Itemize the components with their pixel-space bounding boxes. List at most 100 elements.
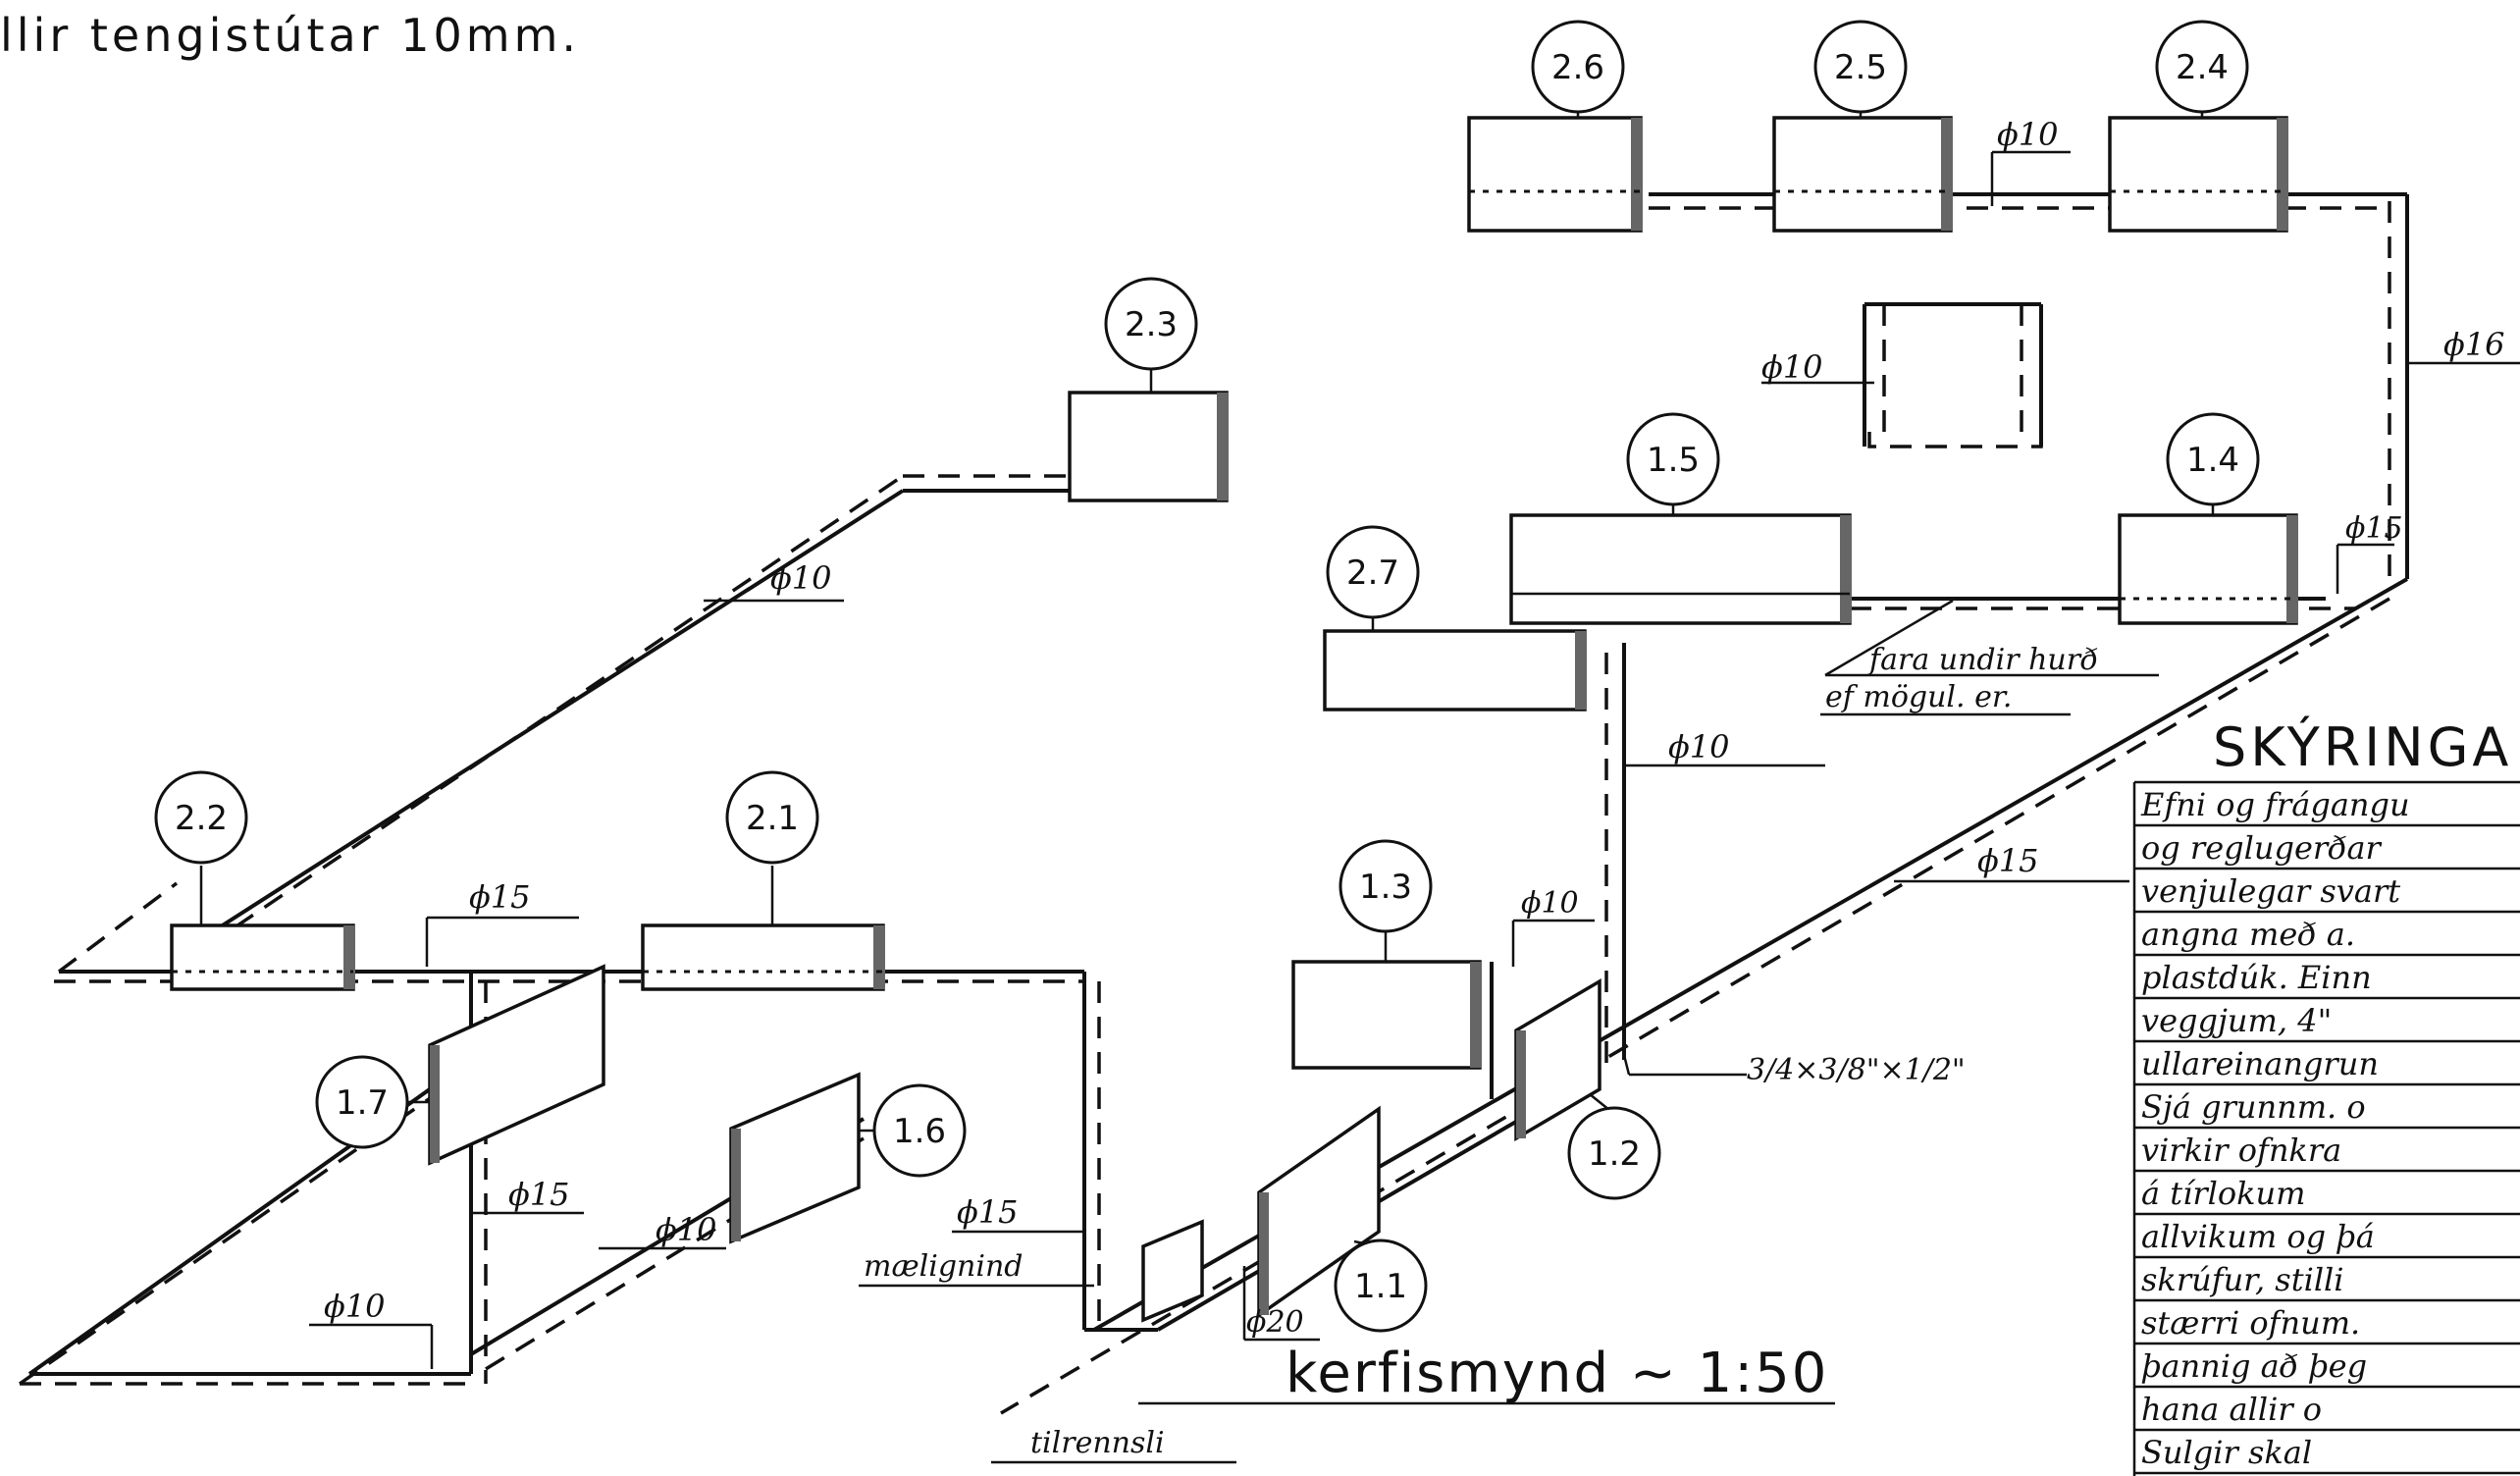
label-2-1: 2.1 (725, 770, 819, 925)
pipe-label-p10-low: ϕ10 (309, 1288, 434, 1369)
pipe-label-p15-right: ϕ15 (2336, 511, 2403, 594)
svg-text:ϕ10: ϕ10 (770, 559, 832, 597)
pipe-label-p16: ϕ16 (2407, 326, 2520, 365)
pipe-label-p10-16: ϕ10 (599, 1211, 726, 1250)
legend-line: virkir ofnkra (2141, 1132, 2341, 1169)
legend-line: allvikum og þá (2141, 1218, 2375, 1255)
legend-line: stærri ofnum. (2141, 1304, 2360, 1342)
svg-text:ϕ10: ϕ10 (1761, 348, 1823, 386)
radiator-2-3 (1068, 391, 1229, 502)
legend-title: SKÝRINGA (2213, 716, 2512, 778)
label-2-5: 2.5 (1813, 20, 1908, 118)
svg-text:3/4×3/8"×1/2": 3/4×3/8"×1/2" (1747, 1053, 1966, 1087)
label-1-5: 1.5 (1626, 412, 1720, 515)
label-text-1-2: 1.2 (1588, 1134, 1641, 1174)
svg-text:ϕ10: ϕ10 (1668, 728, 1730, 765)
radiators (170, 116, 2298, 1323)
radiator-2-6 (1467, 116, 1643, 233)
radiator-1-7 (428, 964, 605, 1166)
note-bottom: tilrennsli (1030, 1426, 1165, 1460)
legend-line: plastdúk. Einn (2141, 959, 2372, 996)
svg-text:ϕ15: ϕ15 (2345, 511, 2403, 546)
pipe-label-p10-13: ϕ10 (1511, 886, 1595, 967)
label-1-4: 1.4 (2166, 412, 2260, 515)
svg-text:ϕ20: ϕ20 (1246, 1305, 1304, 1340)
legend-line: Efni og frágangu (2140, 786, 2410, 823)
label-1-7: 1.7 (315, 1055, 430, 1149)
label-2-7: 2.7 (1326, 525, 1420, 631)
legend-panel: SKÝRINGA Efni og frágangu og reglugerðar v… (2132, 716, 2520, 1476)
pipe-size-labels: ϕ10 ϕ16 ϕ10 ϕ15 ϕ10 ϕ10 ϕ15 ϕ10 ϕ15 ϕ15 … (309, 116, 2520, 1369)
radiator-2-4 (2108, 116, 2288, 233)
legend-line: ullareinangrun (2141, 1045, 2379, 1082)
radiator-2-2 (170, 923, 355, 991)
label-1-6: 1.6 (859, 1083, 967, 1178)
pipe-network (19, 192, 2409, 1415)
pipe-label-p10-27: ϕ10 (1624, 728, 1825, 767)
legend-line: á tírlokum (2141, 1175, 2305, 1212)
svg-text:ϕ10: ϕ10 (656, 1211, 717, 1248)
pipe-label-p15-main: ϕ15 (1894, 842, 2129, 883)
radiator-1-4 (2118, 513, 2298, 625)
label-text-1-4: 1.4 (2186, 441, 2239, 480)
svg-text:ϕ15: ϕ15 (508, 1176, 570, 1213)
legend-line: skrúfur, stilli (2141, 1261, 2344, 1298)
legend-line: þannig að þeg (2141, 1347, 2367, 1385)
legend-line: angna með a. (2141, 916, 2355, 953)
label-2-4: 2.4 (2155, 20, 2249, 118)
pipe-label-p10-mid: ϕ10 (1761, 348, 1874, 386)
radiator-1-5 (1509, 513, 1852, 625)
label-2-3: 2.3 (1104, 277, 1198, 393)
legend-line: og reglugerðar (2141, 829, 2383, 867)
handwritten-notes: fara undir hurð ef mögul. er. mælignind … (859, 599, 2159, 1464)
label-text-1-6: 1.6 (893, 1112, 946, 1151)
pipe-label-reducer: 3/4×3/8"×1/2" (1622, 1053, 1966, 1087)
svg-text:ϕ10: ϕ10 (1997, 116, 2059, 153)
label-text-2-2: 2.2 (175, 799, 228, 838)
pipe-label-p20: ϕ20 (1242, 1266, 1320, 1342)
note-valve: mælignind (864, 1249, 1023, 1284)
svg-text:ϕ15: ϕ15 (469, 878, 531, 916)
legend-line: Sjá grunnm. o (2141, 1088, 2366, 1126)
label-text-2-6: 2.6 (1551, 48, 1604, 87)
radiator-1-3 (1291, 960, 1482, 1070)
radiator-2-5 (1772, 116, 1953, 233)
pipe-label-p15-mid: ϕ15 (952, 1193, 1084, 1234)
radiator-1-6 (729, 1072, 861, 1244)
label-text-1-3: 1.3 (1359, 868, 1412, 907)
svg-text:ϕ10: ϕ10 (324, 1288, 386, 1325)
legend-line: hana allir o (2141, 1391, 2322, 1428)
legend-line: venjulegar svart (2141, 872, 2400, 910)
note-under-floor-1: fara undir hurð (1867, 643, 2098, 677)
radiator-label-circles: 2.6 2.5 2.4 2.3 1.5 1.4 2.7 2.2 2.1 1.3 … (154, 20, 2260, 1333)
legend-line: veggjum, 4" (2141, 1002, 2332, 1039)
radiator-2-1 (641, 923, 885, 991)
pipe-label-p10-top: ϕ10 (1990, 116, 2071, 206)
svg-text:ϕ15: ϕ15 (1977, 842, 2039, 879)
label-1-3: 1.3 (1339, 839, 1433, 962)
label-1-2: 1.2 (1567, 1093, 1661, 1200)
label-text-1-1: 1.1 (1354, 1267, 1407, 1306)
header-note: llir tengistútar 10mm. (0, 9, 580, 62)
svg-text:ϕ10: ϕ10 (1521, 886, 1579, 921)
label-text-2-3: 2.3 (1125, 305, 1178, 344)
label-text-2-7: 2.7 (1346, 554, 1399, 593)
label-text-2-5: 2.5 (1834, 48, 1887, 87)
label-2-6: 2.6 (1531, 20, 1625, 118)
svg-text:ϕ15: ϕ15 (957, 1193, 1019, 1231)
radiator-2-7 (1323, 629, 1587, 712)
label-2-2: 2.2 (154, 770, 248, 925)
pipe-label-p15-left: ϕ15 (425, 878, 579, 967)
label-text-2-1: 2.1 (746, 799, 799, 838)
drawing-title: kerfismynd ~ 1:50 (1286, 1342, 1828, 1405)
control-valve-box (1141, 1219, 1204, 1323)
radiator-1-1 (1257, 1105, 1381, 1319)
label-1-1: 1.1 (1334, 1239, 1428, 1333)
label-text-1-7: 1.7 (336, 1083, 389, 1123)
note-under-floor-2: ef mögul. er. (1825, 680, 2012, 714)
svg-text:ϕ16: ϕ16 (2443, 326, 2505, 363)
legend-line: Sulgir skal (2141, 1434, 2312, 1471)
label-text-1-5: 1.5 (1647, 441, 1700, 480)
pipe-label-p10-23: ϕ10 (704, 559, 844, 603)
